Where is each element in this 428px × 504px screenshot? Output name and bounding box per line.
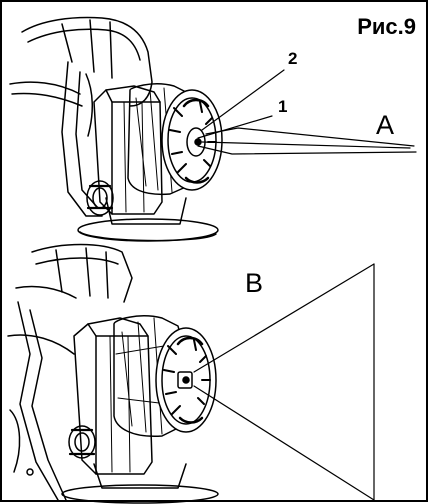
view-label-a: A [376,110,395,140]
spray-gun-view-a [9,16,417,242]
spray-gun-view-b [7,243,375,504]
callout-label-1: 1 [278,97,288,116]
view-label-b: B [245,268,264,298]
callout-label-2: 2 [288,49,298,68]
figure-title: Рис.9 [357,14,416,39]
